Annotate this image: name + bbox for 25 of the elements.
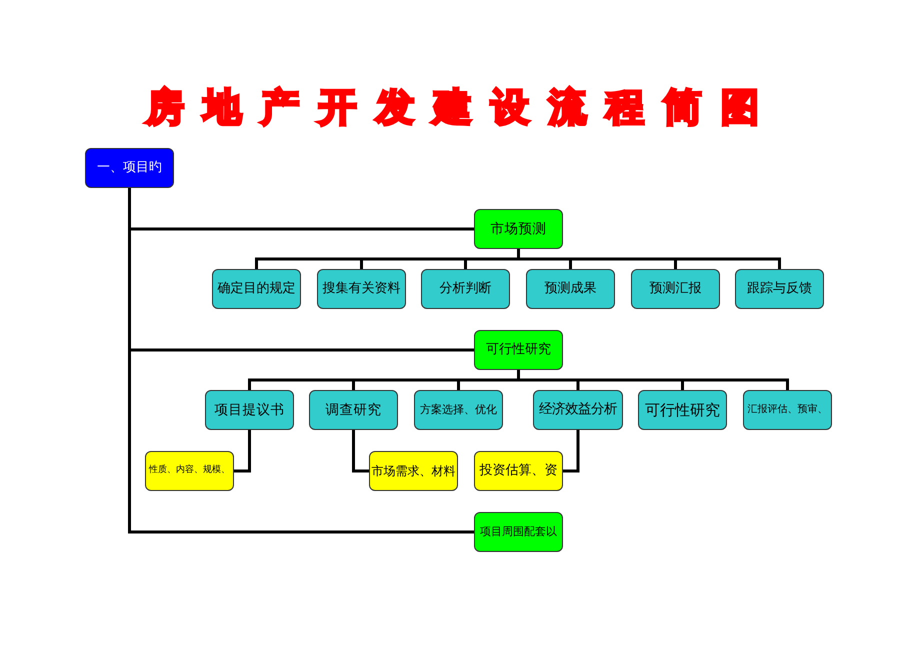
process-box: 可行性研究 — [638, 390, 727, 430]
process-box: 项目周围配套以 — [474, 512, 563, 552]
process-box: 可行性研究 — [474, 330, 563, 370]
process-box: 方案选择、优化 — [414, 390, 503, 430]
process-box: 性质、内容、规模、 — [145, 451, 234, 491]
process-box: 调查研究 — [309, 390, 398, 430]
connector-line — [234, 430, 251, 472]
title: 房地产开发建设流程简图 — [146, 88, 778, 126]
process-box: 汇报评估、预审、 — [743, 390, 832, 430]
process-box: 一、项目旳 — [85, 148, 174, 188]
process-box: 跟踪与反馈 — [735, 269, 824, 309]
connector-line — [352, 430, 369, 472]
process-box: 搜集有关资料 — [317, 269, 406, 309]
connector-line — [563, 430, 580, 472]
process-box: 预测成果 — [526, 269, 615, 309]
process-box: 项目提议书 — [205, 390, 294, 430]
process-box: 分析判断 — [421, 269, 510, 309]
connector-line — [517, 370, 789, 390]
process-box: 确定目的规定 — [212, 269, 301, 309]
process-box: 市场需求、材料 — [369, 451, 458, 491]
process-box: 预测汇报 — [631, 269, 720, 309]
process-box: 市场预测 — [474, 209, 563, 249]
connector-line — [517, 249, 781, 269]
process-box: 经济效益分析 — [533, 390, 623, 430]
process-box: 投资估算、资 — [474, 451, 563, 491]
